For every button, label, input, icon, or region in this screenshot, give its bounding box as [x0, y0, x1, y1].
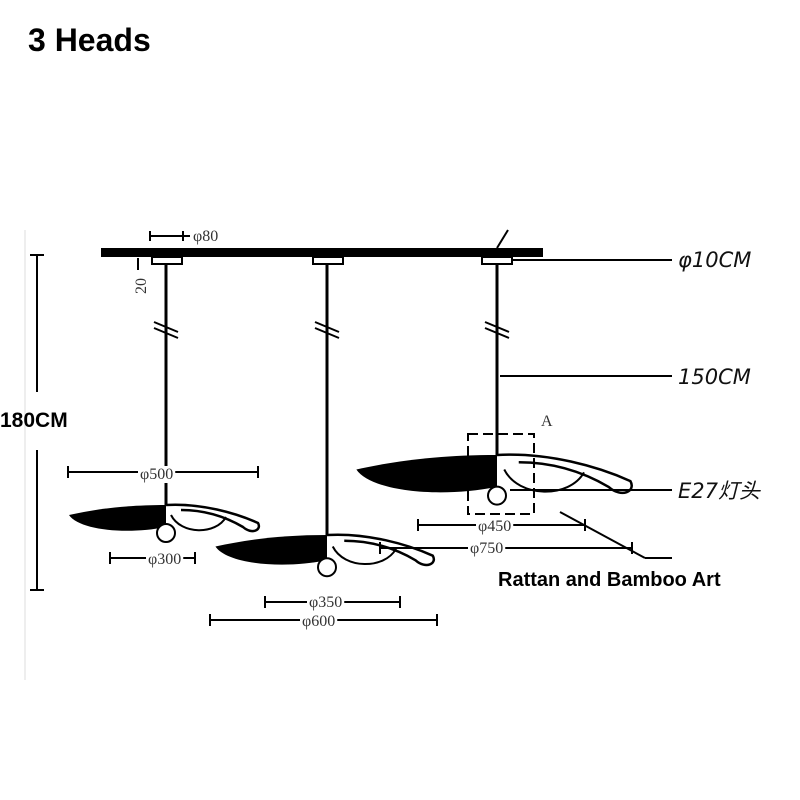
lamp-1-outer-diameter: φ500: [140, 466, 173, 483]
total-height-label: 180CM: [0, 409, 68, 432]
lamp-1-inner-diameter: φ300: [148, 551, 181, 568]
lamp-1-shade-wing: [165, 503, 261, 533]
brand-label: Rattan and Bamboo Art: [498, 569, 721, 591]
lamp-2-outer-diameter: φ600: [302, 613, 335, 630]
lamp-3-shade-wing: [496, 453, 633, 495]
detail-box-a: [467, 433, 535, 515]
lamp-2-shade-rim: [331, 546, 397, 566]
lamp-2-shade-wing: [326, 533, 436, 567]
lamp-3-shade-dark: [356, 455, 497, 493]
canopy-width-label: φ80: [193, 228, 218, 245]
detail-marker-label: A: [541, 413, 553, 430]
page-title: 3 Heads: [28, 22, 151, 58]
lamp-3-bulb-icon: [487, 485, 507, 506]
lamp-3-outer-diameter: φ750: [470, 540, 503, 557]
canopy-3: [481, 256, 513, 265]
canopy-1: [151, 256, 183, 265]
lamp-2-shade-dark: [215, 535, 327, 565]
canopy-diameter-label: φ10CM: [678, 248, 751, 272]
lamp-1-bulb-icon: [156, 523, 176, 543]
lamp-2-inner-diameter: φ350: [309, 594, 342, 611]
lamp-1-shade-dark: [69, 505, 166, 531]
socket-label: E27灯头: [678, 479, 761, 503]
lamp-1-shade-rim: [170, 514, 227, 532]
cord-length-label: 150CM: [678, 365, 751, 389]
ceiling-bar: [101, 248, 543, 257]
canopy-2: [312, 256, 344, 265]
lamp-3-inner-diameter: φ450: [478, 518, 511, 535]
bar-edge-line: [496, 229, 509, 249]
lamp-2-bulb-icon: [317, 557, 337, 578]
canopy-height-label: 20: [133, 278, 150, 294]
lamp-3-shade-rim: [503, 469, 585, 493]
